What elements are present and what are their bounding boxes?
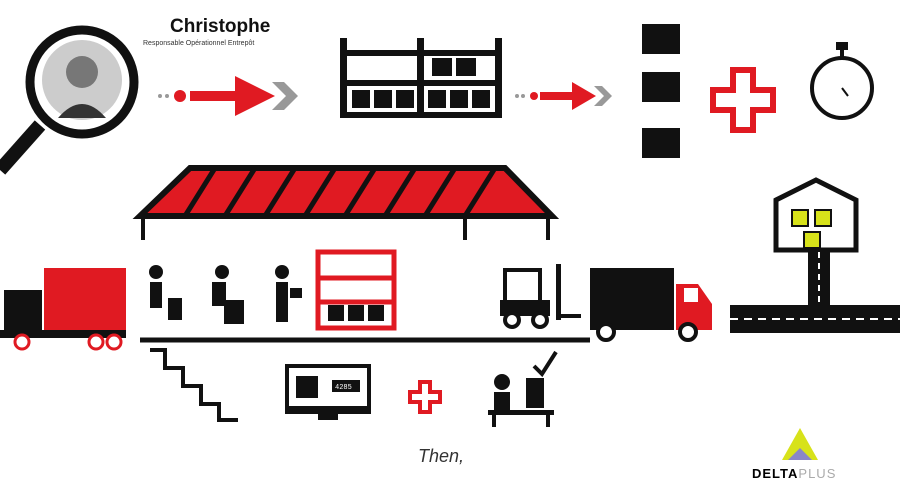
desk-worker-icon xyxy=(488,350,558,427)
logo-part2: PLUS xyxy=(798,466,837,481)
warehouse-roof xyxy=(132,165,560,240)
shelving-icon xyxy=(340,38,502,118)
box-icon xyxy=(642,24,680,158)
monitor-icon: 4285 xyxy=(285,364,371,420)
warehouse-road-icon xyxy=(730,177,900,333)
arrow-icon xyxy=(158,76,298,116)
person-name: Christophe xyxy=(170,16,271,37)
truck-icon xyxy=(590,268,712,342)
truck-icon xyxy=(0,268,126,351)
arrow-icon xyxy=(515,82,612,110)
caption-text: Then, xyxy=(418,446,465,466)
plus-icon xyxy=(408,380,442,414)
forklift-icon xyxy=(500,264,581,329)
logo-part1: DELTA xyxy=(752,466,799,481)
stairs xyxy=(150,348,238,422)
worker-icons xyxy=(149,265,302,324)
logo-text: DELTAPLUS xyxy=(752,466,836,481)
stopwatch-icon xyxy=(810,42,874,120)
plus-icon xyxy=(710,67,776,133)
person-role: Responsable Opérationnel Entrepôt xyxy=(143,40,255,47)
shelving-icon xyxy=(315,249,397,331)
deltaplus-logo xyxy=(782,428,818,460)
monitor-counter: 4285 xyxy=(335,384,352,392)
magnifier-icon xyxy=(0,25,139,175)
